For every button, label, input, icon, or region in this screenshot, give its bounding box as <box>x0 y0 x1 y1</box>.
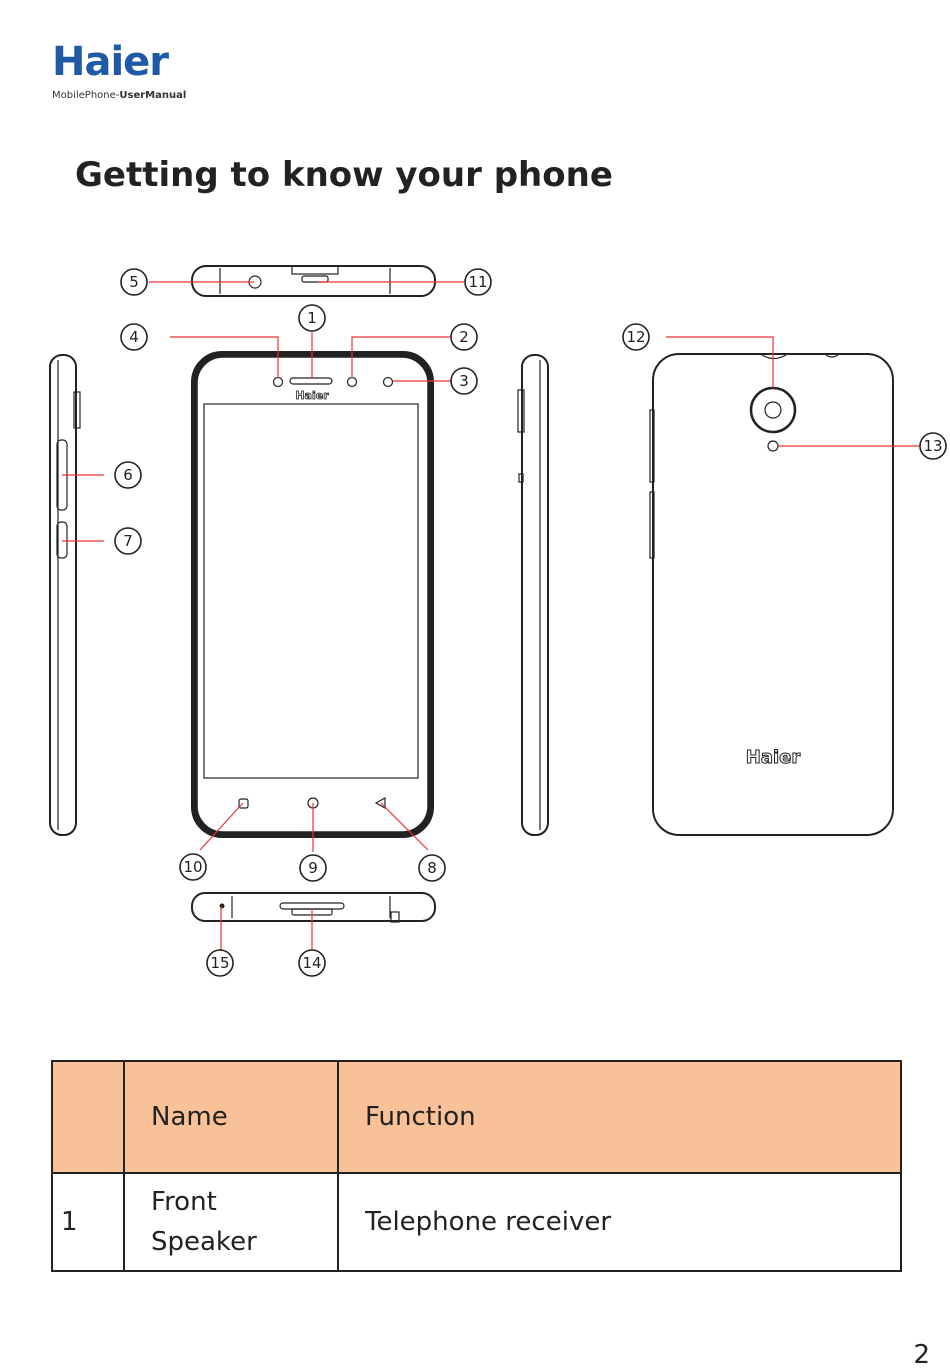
callout-11: 11 <box>465 269 491 295</box>
callout-9: 9 <box>300 855 326 881</box>
svg-text:1: 1 <box>307 309 317 327</box>
svg-text:6: 6 <box>123 466 133 484</box>
brand-logo: Haier MobilePhone-UserManual <box>52 40 186 101</box>
svg-text:13: 13 <box>923 437 942 455</box>
parts-table: Name Function 1 Front Speaker Telephone … <box>51 1060 902 1272</box>
phone-left-side-view <box>50 355 80 835</box>
page-number: 2 <box>913 1340 930 1370</box>
callout-2: 2 <box>451 324 477 350</box>
row-number: 1 <box>52 1173 124 1271</box>
svg-text:2: 2 <box>459 328 469 346</box>
svg-text:8: 8 <box>427 859 437 877</box>
page-title: Getting to know your phone <box>75 155 613 195</box>
phone-diagram: Haier Haier <box>0 240 950 980</box>
phone-right-side-view <box>518 355 548 835</box>
subtitle-bold: UserManual <box>119 90 186 101</box>
phone-bottom-edge-view <box>192 893 435 922</box>
callout-12: 12 <box>623 324 649 350</box>
leader-lines <box>62 282 920 950</box>
manual-subtitle: MobilePhone-UserManual <box>52 90 186 101</box>
header-name: Name <box>124 1061 338 1173</box>
callout-14: 14 <box>299 950 325 976</box>
svg-text:10: 10 <box>183 858 202 876</box>
top-port <box>292 266 338 274</box>
phone-front-view: Haier <box>192 352 433 837</box>
callout-1: 1 <box>299 305 325 331</box>
svg-text:7: 7 <box>123 532 133 550</box>
svg-text:9: 9 <box>308 859 318 877</box>
callout-4: 4 <box>121 324 147 350</box>
usb-port <box>280 903 344 909</box>
row-name: Front Speaker <box>124 1173 338 1271</box>
svg-text:11: 11 <box>468 273 487 291</box>
subtitle-regular: MobilePhone- <box>52 90 119 101</box>
callout-8: 8 <box>419 855 445 881</box>
callout-7: 7 <box>115 528 141 554</box>
rear-camera <box>751 388 795 432</box>
callout-6: 6 <box>115 462 141 488</box>
svg-text:5: 5 <box>129 273 139 291</box>
header-function: Function <box>338 1061 901 1173</box>
svg-text:12: 12 <box>626 328 645 346</box>
phone-back-view: Haier <box>650 354 893 835</box>
brand-wordmark: Haier <box>52 40 186 84</box>
front-logo: Haier <box>295 389 329 402</box>
callout-15: 15 <box>207 950 233 976</box>
callout-10: 10 <box>180 854 206 880</box>
svg-text:4: 4 <box>129 328 139 346</box>
row-function: Telephone receiver <box>338 1173 901 1271</box>
callout-3: 3 <box>451 368 477 394</box>
callout-13: 13 <box>920 433 946 459</box>
phone-top-edge-view <box>192 266 435 296</box>
callout-5: 5 <box>121 269 147 295</box>
header-number <box>52 1061 124 1173</box>
table-row: 1 Front Speaker Telephone receiver <box>52 1173 901 1271</box>
svg-text:14: 14 <box>302 954 321 972</box>
svg-text:15: 15 <box>210 954 229 972</box>
svg-text:3: 3 <box>459 372 469 390</box>
microphone-hole <box>220 904 225 909</box>
back-logo: Haier <box>746 747 801 768</box>
table-header-row: Name Function <box>52 1061 901 1173</box>
flash <box>768 441 778 451</box>
